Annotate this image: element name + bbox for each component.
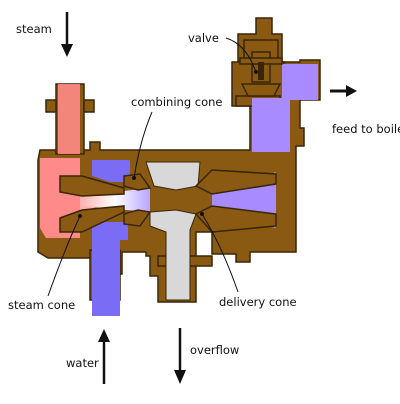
combining-cone-leader-dot — [132, 176, 136, 180]
feed-to-boiler-label: feed to boiler — [332, 122, 400, 136]
delivery-cone-leader-dot — [200, 212, 204, 216]
feed-flow — [212, 64, 318, 228]
feed-arrow — [330, 85, 357, 97]
overflow-chamber — [145, 161, 201, 301]
valve-leader-line — [225, 37, 257, 73]
steam-cone-leader-line — [47, 215, 81, 297]
valve-spindle — [239, 39, 283, 97]
valve-leader-dot — [254, 70, 258, 74]
water-label: water — [66, 356, 99, 370]
overflow-arrow — [174, 328, 186, 384]
combining-cone-label: combining cone — [131, 95, 223, 109]
delivery-cone — [194, 169, 277, 233]
valve-label: valve — [188, 31, 219, 45]
steam-cone-label: steam cone — [8, 298, 76, 312]
water-flow — [92, 160, 130, 316]
delivery-cone-leader-line — [201, 213, 239, 293]
steam-arrow — [61, 12, 73, 57]
combining-cone — [123, 173, 152, 227]
overflow-label: overflow — [190, 343, 240, 357]
delivery-cone-label: delivery cone — [219, 295, 297, 309]
water-arrow — [98, 329, 110, 384]
steam-cone-leader-dot — [78, 214, 82, 218]
steam-label: steam — [16, 22, 52, 36]
combining-cone-leader-line — [133, 111, 153, 179]
